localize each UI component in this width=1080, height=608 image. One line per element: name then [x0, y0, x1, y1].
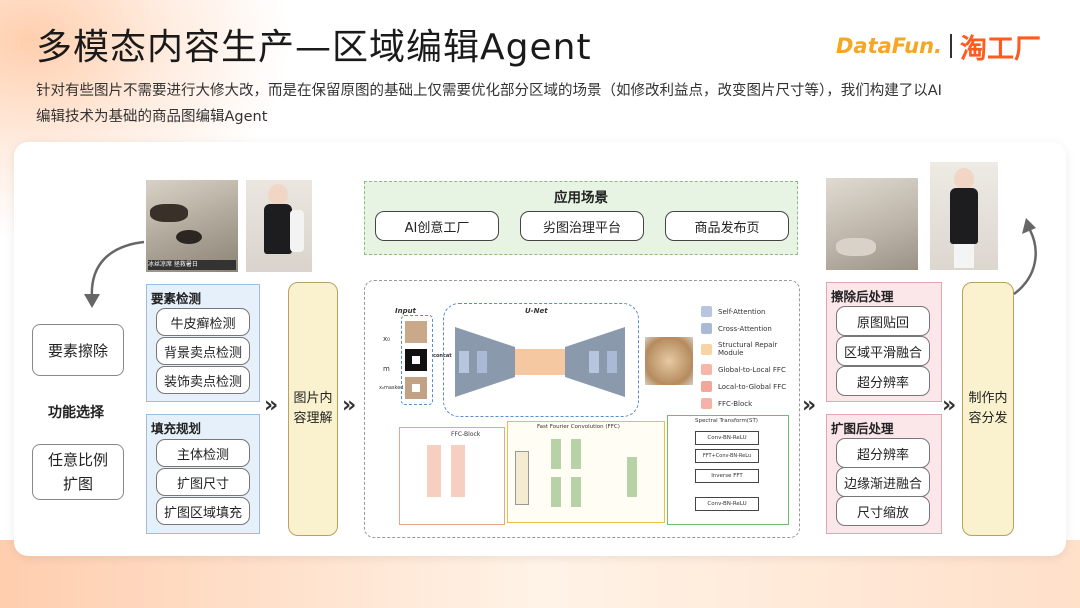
distribution-line2: 容分发 [968, 411, 1008, 426]
function-select-label: 功能选择 [48, 405, 104, 421]
curved-arrow-down-icon [84, 240, 145, 308]
brand-logo: DataFun. 淘工厂 [836, 30, 1041, 65]
ffc-local-global-6 [627, 457, 637, 497]
st-step-4: Conv-BN-ReLU [695, 497, 759, 511]
output-photo-model [930, 162, 998, 270]
understanding-line1: 图片内 [293, 391, 333, 406]
arch-x0-label: x₀ [383, 335, 390, 343]
detect-item-psoriasis[interactable]: 牛皮癣检测 [156, 308, 250, 336]
fill-item-subject[interactable]: 主体检测 [156, 439, 250, 467]
legend-item: Cross-Attention [701, 320, 797, 337]
logo-divider [950, 34, 953, 58]
taogongchang-logo: 淘工厂 [960, 33, 1042, 65]
ffc-local-global-1 [515, 451, 529, 505]
legend-item: Local-to-Global FFC [701, 378, 797, 395]
photo-caption: 冰丝凉席 拯救暑日 [148, 260, 236, 270]
spectral-transform-panel [667, 415, 789, 525]
st-step-2: FFT+Conv-BN-ReLu [695, 449, 759, 463]
output-photo-mattress [826, 178, 918, 270]
legend-item: Structural Repair Module [701, 337, 797, 361]
scenario-ai-factory[interactable]: AI创意工厂 [375, 211, 499, 241]
unet-frame [443, 303, 639, 417]
arch-m-label: m [383, 365, 390, 373]
unet-block-c2 [607, 351, 617, 373]
fill-item-region[interactable]: 扩图区域填充 [156, 497, 250, 525]
st-step-1: Conv-BN-ReLU [695, 431, 759, 445]
output-thumb [645, 337, 693, 385]
ffc-local-global-3 [551, 477, 561, 507]
ffc-block-label: FFC-Block [451, 431, 481, 438]
ffc-local-global-2 [551, 439, 561, 469]
erase-post-smooth-blend[interactable]: 区域平滑融合 [836, 336, 930, 366]
understanding-line2: 容理解 [293, 411, 333, 426]
scenarios-title: 应用场景 [554, 190, 608, 206]
input-photo-model [246, 180, 312, 272]
ffc-block-part2 [451, 445, 465, 497]
chevron-right-icon: » [942, 393, 957, 418]
page-description: 针对有些图片不需要进行大修大改，而是在保留原图的基础上仅需要优化部分区域的场景（… [36, 83, 942, 125]
chevron-right-icon: » [802, 393, 817, 418]
ffc-local-global-4 [571, 439, 581, 469]
erase-post-super-res[interactable]: 超分辨率 [836, 366, 930, 396]
ffc-label: Fast Fourier Convolution (FFC) [537, 424, 620, 430]
unet-block-c1 [477, 351, 487, 373]
input-thumb-mask [405, 349, 427, 371]
arch-xmasked-label: x₀masked [379, 385, 404, 391]
distribution-line1: 制作内 [968, 391, 1008, 406]
arch-unet-label: U-Net [525, 307, 548, 315]
erase-post-title: 擦除后处理 [831, 289, 894, 304]
expand-any-ratio-button[interactable]: 任意比例 扩图 [32, 444, 124, 500]
erase-elements-button[interactable]: 要素擦除 [32, 324, 124, 376]
input-column [401, 315, 433, 405]
input-photo-mattress: 冰丝凉席 拯救暑日 [146, 180, 238, 272]
architecture-figure: Input x₀ m x₀masked concat U-Net Self-At… [364, 280, 800, 538]
page-title: 多模态内容生产—区域编辑Agent [36, 27, 592, 68]
ffc-panel [507, 421, 665, 523]
detect-item-background[interactable]: 背景卖点检测 [156, 337, 250, 365]
curved-arrow-up-icon [1013, 218, 1037, 295]
unet-block-s1 [459, 351, 469, 373]
scenario-product-publish[interactable]: 商品发布页 [665, 211, 789, 241]
expand-line1: 任意比例 [47, 451, 108, 469]
legend-item: Self-Attention [701, 303, 797, 320]
expand-post-title: 扩图后处理 [831, 421, 894, 436]
expand-post-edge-blend[interactable]: 边缘渐进融合 [836, 467, 930, 497]
legend-item: FFC-Block [701, 395, 797, 412]
fill-item-size[interactable]: 扩图尺寸 [156, 468, 250, 496]
expand-line2: 扩图 [62, 475, 93, 493]
element-detection-title: 要素检测 [151, 291, 202, 306]
erase-post-paste-back[interactable]: 原图贴回 [836, 306, 930, 336]
chevron-right-icon: » [342, 393, 357, 418]
input-thumb-masked [405, 377, 427, 399]
arch-concat-label: concat [433, 353, 452, 359]
scenario-bad-image-platform[interactable]: 劣图治理平台 [520, 211, 644, 241]
chevron-right-icon: » [264, 393, 279, 418]
ffc-block-part1 [427, 445, 441, 497]
image-understanding-block: 图片内 容理解 [288, 282, 338, 536]
expand-post-super-res[interactable]: 超分辨率 [836, 438, 930, 468]
input-thumb-x0 [405, 321, 427, 343]
detect-item-decoration[interactable]: 装饰卖点检测 [156, 366, 250, 394]
spectral-transform-label: Spectral Transform(ST) [695, 418, 758, 424]
expand-post-resize[interactable]: 尺寸缩放 [836, 496, 930, 526]
st-step-3: Inverse FFT [695, 469, 759, 483]
datafun-logo: DataFun. [836, 34, 943, 58]
legend-item: Global-to-Local FFC [701, 361, 797, 378]
arch-input-label: Input [395, 307, 416, 315]
content-distribution-block: 制作内 容分发 [962, 282, 1014, 536]
unet-block-s2 [589, 351, 599, 373]
ffc-local-global-5 [571, 477, 581, 507]
fill-planning-title: 填充规划 [151, 421, 202, 436]
ffc-block-panel [399, 427, 505, 525]
arch-legend: Self-Attention Cross-Attention Structura… [701, 303, 797, 412]
